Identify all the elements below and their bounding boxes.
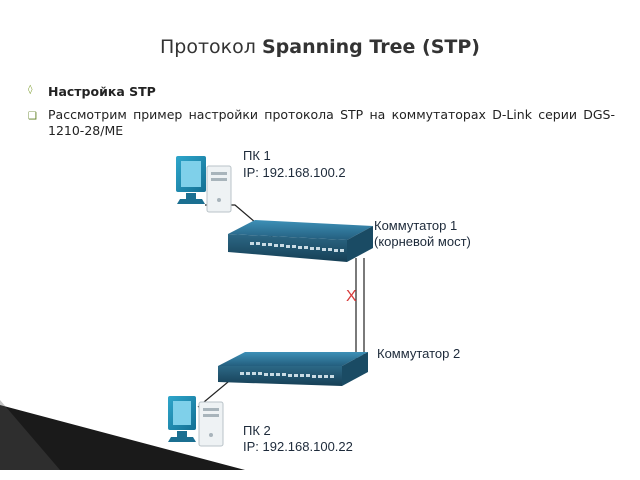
title-prefix: Протокол <box>160 36 256 58</box>
pc1-icon <box>176 156 232 213</box>
pc1-ip: IP: 192.168.100.2 <box>243 165 346 180</box>
pc1-name: ПК 1 <box>243 148 271 163</box>
switch1-role: (корневой мост) <box>374 234 471 249</box>
switch2-name: Коммутатор 2 <box>377 346 460 361</box>
pc2-ip: IP: 192.168.100.22 <box>243 439 353 454</box>
bullet-description: ❑ Рассмотрим пример настройки протокола … <box>28 107 615 139</box>
bullet-settings-text: Настройка STP <box>48 84 156 99</box>
bullet-description-text: Рассмотрим пример настройки протокола ST… <box>48 107 615 138</box>
bullet-checkbox-icon: ❑ <box>28 111 37 122</box>
decorative-wedge <box>0 405 245 470</box>
bullet-marker-icon: ◊ <box>28 85 33 95</box>
decorative-wedge-shadow <box>0 400 60 470</box>
title-bold: Spanning Tree (STP) <box>261 36 480 58</box>
pc2-icon <box>168 396 224 447</box>
switch2-icon <box>218 352 368 386</box>
bullet-settings: ◊ Настройка STP <box>28 84 156 99</box>
blocked-port-mark: X <box>346 288 357 305</box>
slide-title: Протокол Spanning Tree (STP) <box>0 36 640 58</box>
switch1-icon <box>228 220 373 262</box>
switch1-name: Коммутатор 1 <box>374 218 457 233</box>
pc2-name: ПК 2 <box>243 423 271 438</box>
